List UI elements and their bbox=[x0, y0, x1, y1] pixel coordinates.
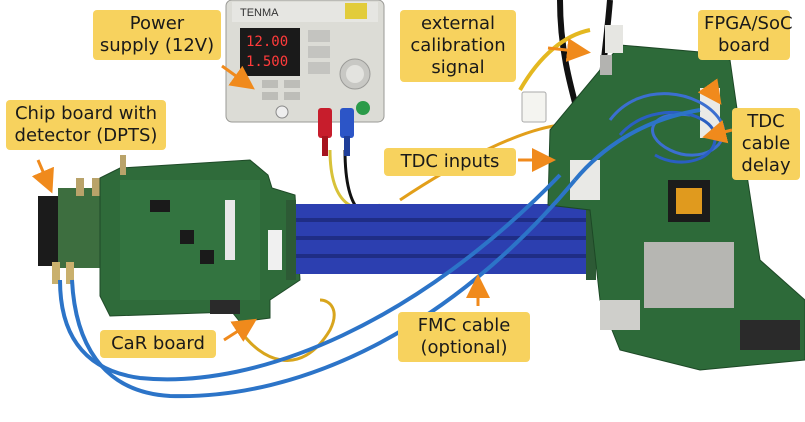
label-power-supply: Power supply (12V) bbox=[93, 10, 221, 60]
sfp-cage bbox=[644, 242, 734, 308]
arrow-power-supply bbox=[221, 64, 255, 90]
label-fpga-board-line2: board bbox=[718, 35, 770, 56]
coax-cable-1 bbox=[58, 173, 562, 382]
label-tdc-cable-delay-line1: TDC bbox=[747, 111, 785, 132]
label-car-board: CaR board bbox=[100, 330, 216, 358]
coax-cable-3 bbox=[573, 108, 701, 182]
label-external-calibration: external calibration signal bbox=[400, 10, 516, 82]
label-car-board-line1: CaR board bbox=[111, 333, 205, 354]
arrow-chip-board bbox=[31, 159, 54, 194]
label-tdc-cable-delay-line3: delay bbox=[741, 155, 791, 176]
label-power-supply-line2: supply (12V) bbox=[99, 35, 215, 56]
arrow-tdc-delay bbox=[702, 119, 733, 144]
psu-brand-label: TENMA bbox=[240, 7, 279, 19]
label-fmc-cable: FMC cable (optional) bbox=[398, 312, 530, 362]
psu-voltage-display: 12.00 bbox=[246, 34, 288, 50]
label-fpga-board-line1: FPGA/SoC bbox=[704, 13, 793, 34]
label-chip-board-line2: detector (DPTS) bbox=[14, 125, 158, 146]
label-tdc-cable-delay-line2: cable bbox=[741, 133, 791, 154]
label-tdc-inputs: TDC inputs bbox=[384, 148, 516, 176]
label-fmc-cable-line2: (optional) bbox=[420, 337, 508, 358]
label-chip-board: Chip board with detector (DPTS) bbox=[6, 100, 166, 150]
arrow-calibration bbox=[547, 38, 591, 62]
label-fmc-cable-line1: FMC cable bbox=[417, 315, 511, 336]
car-lead-yellow bbox=[238, 298, 336, 362]
label-external-calibration-line2: calibration bbox=[410, 35, 506, 56]
label-power-supply-line1: Power bbox=[129, 13, 185, 34]
molex-connector bbox=[521, 91, 547, 123]
banana-plugs bbox=[318, 108, 354, 156]
car-board bbox=[99, 155, 301, 323]
power-supply: TENMA 12.00 1.500 bbox=[225, 0, 385, 123]
label-fpga-board: FPGA/SoC board bbox=[698, 10, 793, 60]
label-tdc-inputs-line1: TDC inputs bbox=[400, 151, 500, 172]
tdc-delay-cable bbox=[608, 92, 726, 157]
psu-current-display: 1.500 bbox=[246, 54, 288, 70]
label-external-calibration-line3: signal bbox=[431, 57, 485, 78]
label-chip-board-line1: Chip board with bbox=[14, 103, 157, 124]
fmc-cable bbox=[286, 200, 596, 280]
arrow-fpga-board bbox=[697, 78, 722, 105]
arrow-car-board bbox=[223, 318, 258, 342]
label-tdc-cable-delay: TDC cable delay bbox=[732, 108, 800, 180]
label-external-calibration-line1: external bbox=[420, 13, 496, 34]
